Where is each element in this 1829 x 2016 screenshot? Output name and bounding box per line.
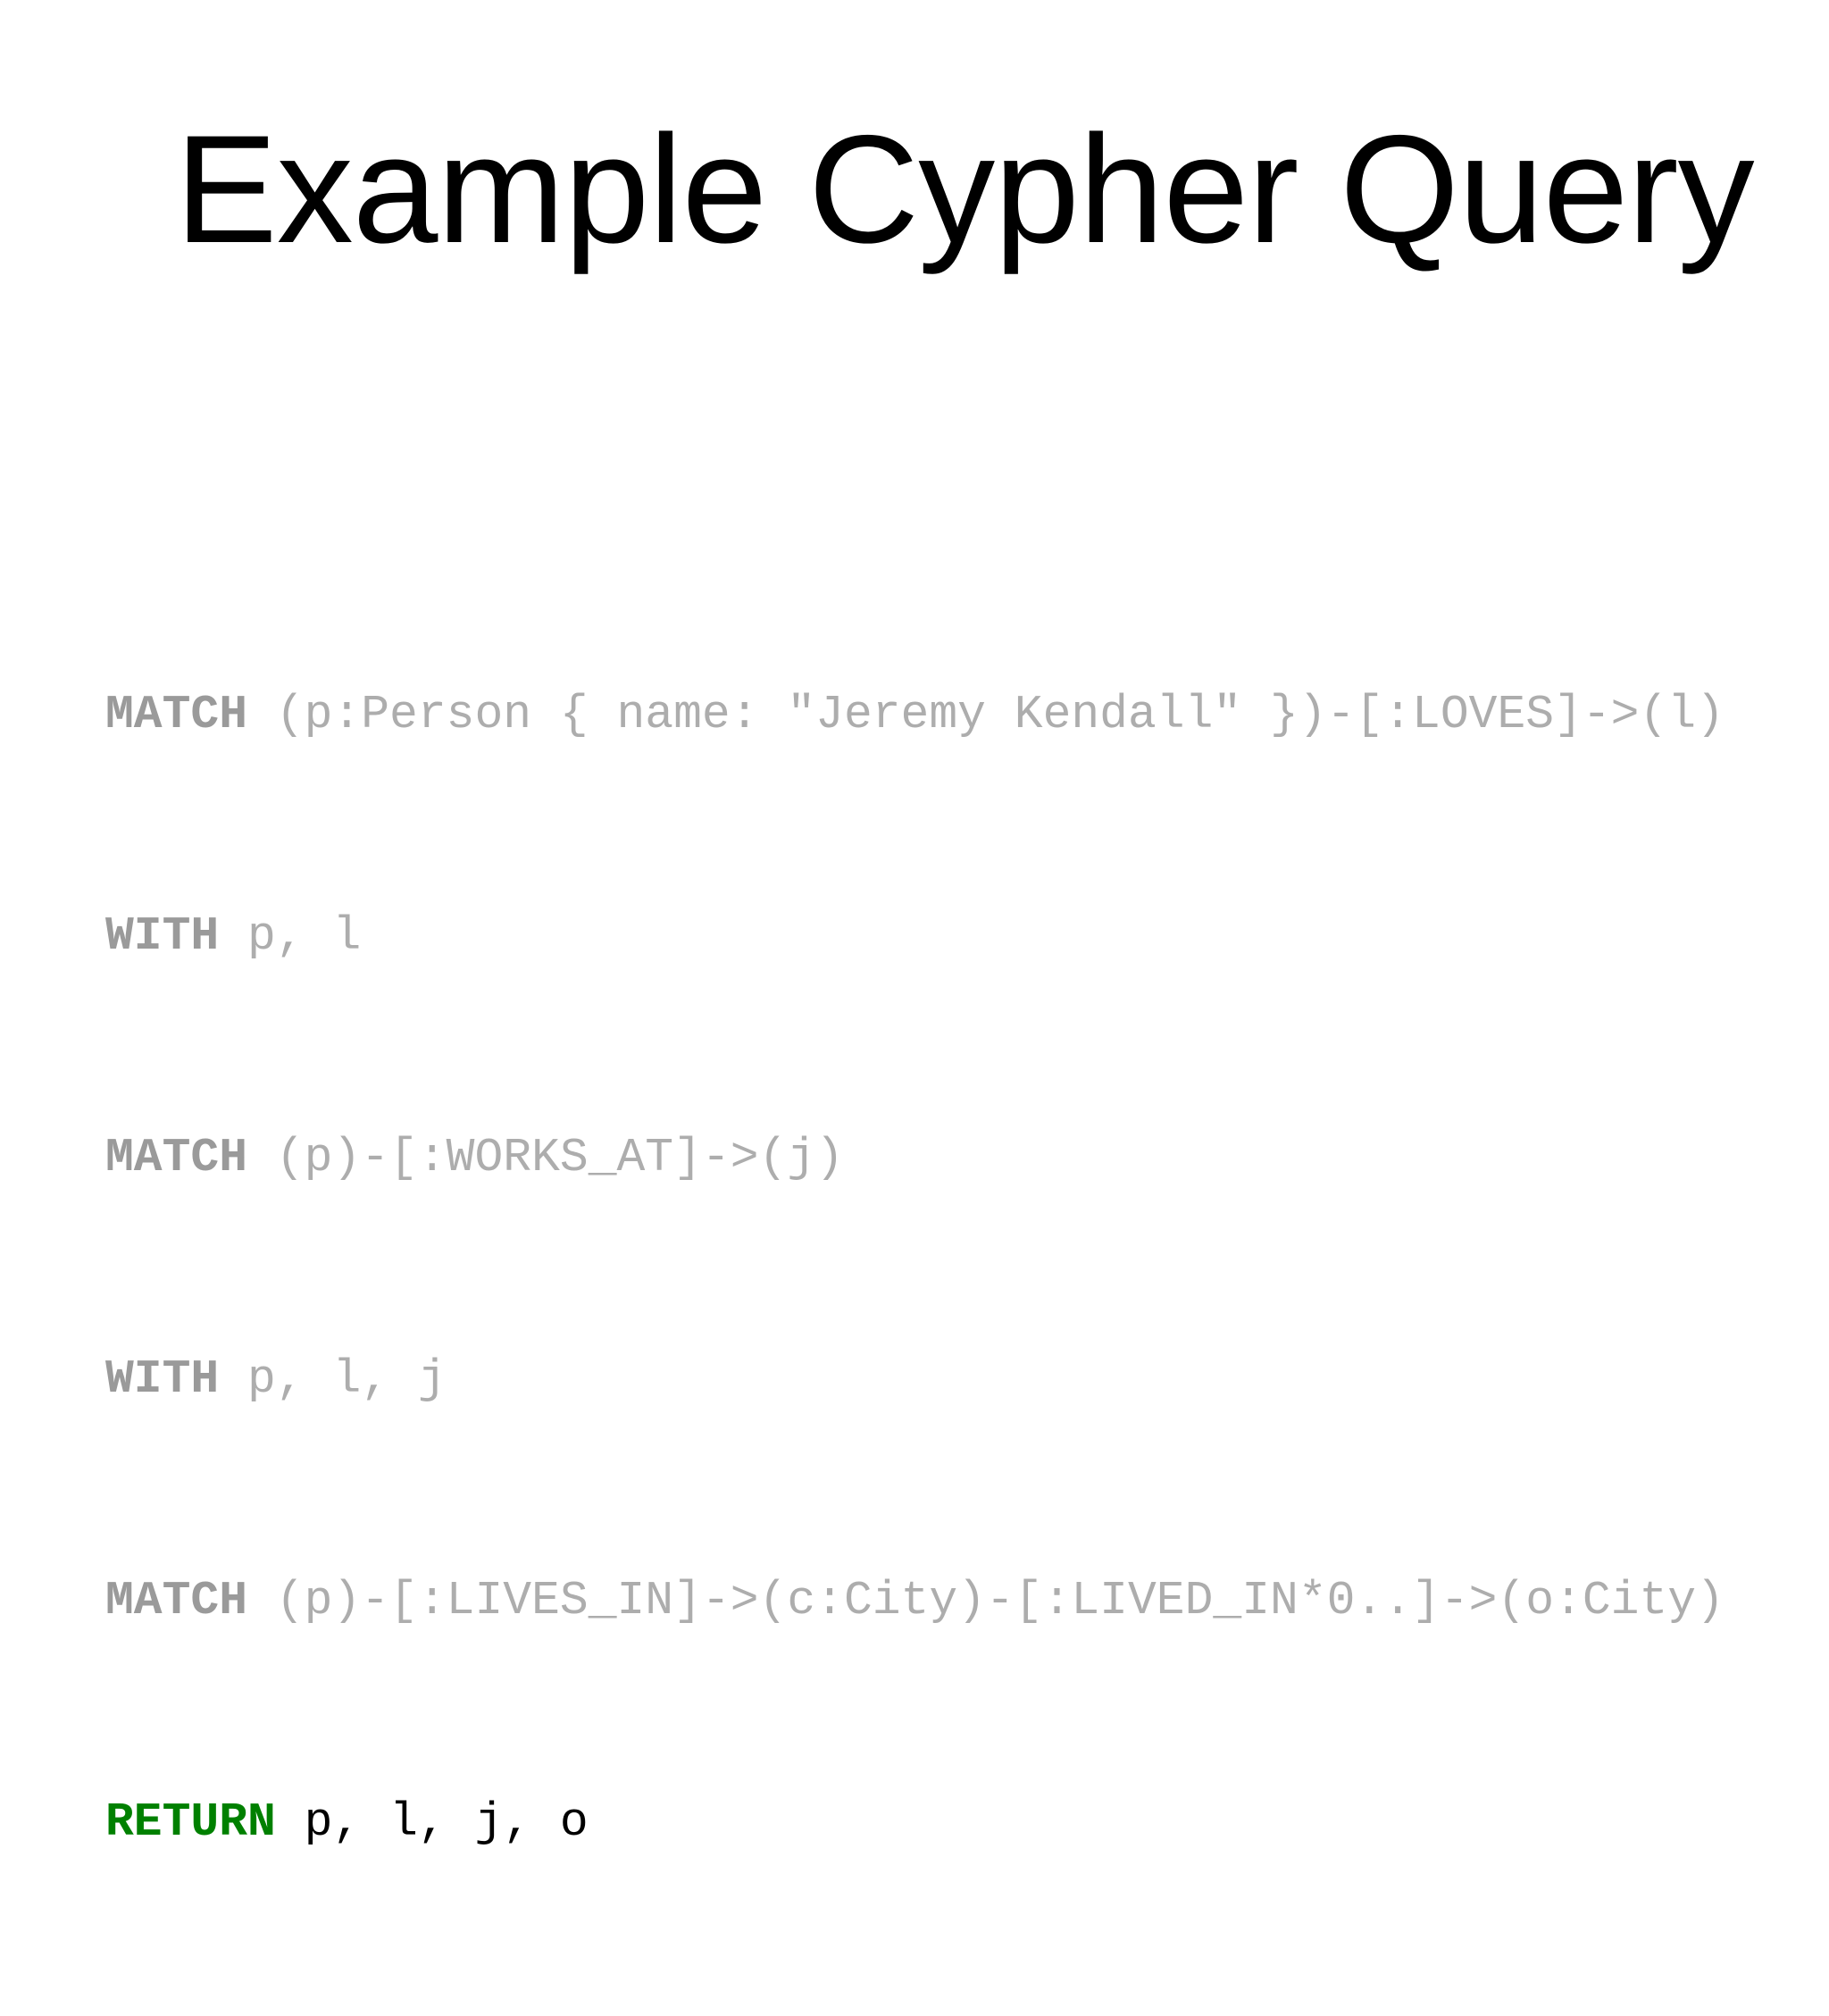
code-line-return: RETURN p, l, j, o <box>105 1794 1725 1850</box>
code-body: (p:Person { name: "Jeremy Kendall" })-[:… <box>247 688 1725 741</box>
code-keyword: WITH <box>105 1352 220 1406</box>
code-keyword-return: RETURN <box>105 1795 276 1849</box>
code-line: WITH p, l, j <box>105 1351 1725 1407</box>
code-line: MATCH (p)-[:WORKS_AT]->(j) <box>105 1130 1725 1185</box>
page-title: Example Cypher Query <box>175 104 1755 275</box>
code-keyword: MATCH <box>105 688 248 741</box>
code-body: (p)-[:LIVES_IN]->(c:City)-[:LIVED_IN*0..… <box>247 1574 1725 1627</box>
code-body: (p)-[:WORKS_AT]->(j) <box>247 1131 844 1184</box>
code-keyword: WITH <box>105 909 220 963</box>
code-body: p, l, j <box>219 1352 447 1406</box>
code-line: MATCH (p)-[:LIVES_IN]->(c:City)-[:LIVED_… <box>105 1573 1725 1628</box>
code-line: MATCH (p:Person { name: "Jeremy Kendall"… <box>105 687 1725 742</box>
code-keyword: MATCH <box>105 1131 248 1184</box>
code-keyword: MATCH <box>105 1574 248 1627</box>
code-block: MATCH (p:Person { name: "Jeremy Kendall"… <box>105 521 1725 2016</box>
code-body: p, l <box>219 909 362 963</box>
slide-canvas: Example Cypher Query MATCH (p:Person { n… <box>105 104 1755 1849</box>
code-body-return: p, l, j, o <box>275 1795 589 1849</box>
code-line: WITH p, l <box>105 908 1725 964</box>
